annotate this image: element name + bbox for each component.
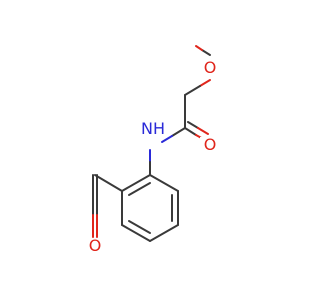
bond-c-n-blue bbox=[161, 135, 173, 143]
bond-c-o-2a bbox=[187, 121, 199, 129]
bond-c-o-1a bbox=[184, 127, 197, 136]
ring-bond-4 bbox=[121, 224, 151, 242]
carbonyl-oxygen-label: O bbox=[200, 137, 220, 153]
bond-ring-cho bbox=[94, 174, 123, 192]
ring-double-1 bbox=[128, 182, 151, 196]
bond-o-ch2 bbox=[184, 85, 201, 96]
amide-nitrogen-label: NH bbox=[138, 121, 168, 137]
bond-methyl bbox=[201, 49, 211, 56]
methoxy-oxygen-label: O bbox=[200, 60, 220, 76]
ring-bond-3 bbox=[149, 224, 179, 242]
ring-double-3 bbox=[128, 220, 151, 234]
bond-c-n bbox=[171, 127, 186, 137]
structure-canvas: O O NH O bbox=[85, 45, 220, 254]
ring-bond-1 bbox=[149, 174, 179, 192]
bond-c-o-2b bbox=[197, 127, 209, 135]
aldehyde-oxygen-label: O bbox=[85, 238, 105, 254]
bond-o-ch2-red bbox=[199, 79, 211, 87]
bond-methyl-o bbox=[195, 45, 203, 51]
ring-bond-6 bbox=[121, 174, 151, 192]
skeletal-formula bbox=[92, 45, 211, 242]
